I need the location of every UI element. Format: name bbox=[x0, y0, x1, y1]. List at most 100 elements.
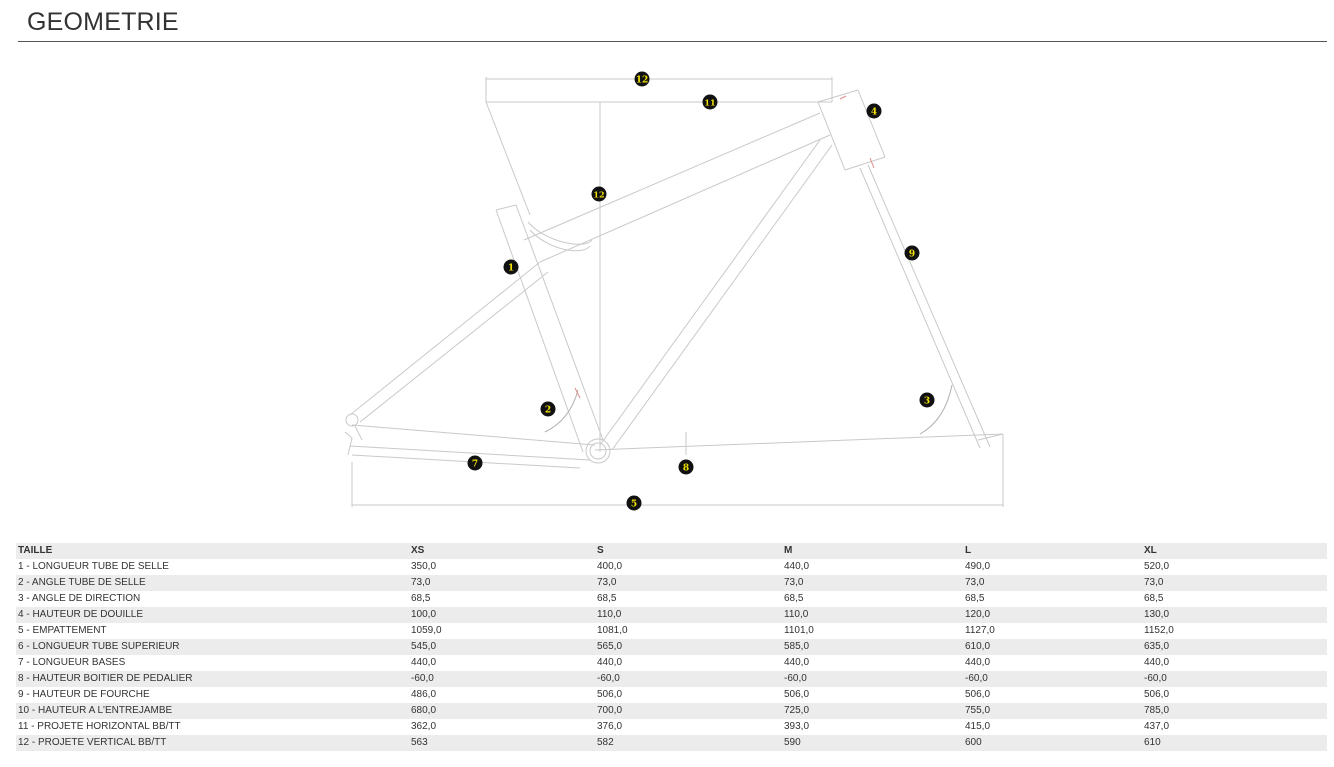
value-cell: 68,5 bbox=[784, 593, 804, 604]
marker-2: 2 bbox=[540, 401, 556, 417]
table-row: 8 - HAUTEUR BOITIER DE PEDALIER -60,0 -60,… bbox=[16, 671, 1327, 687]
value-cell: 486,0 bbox=[411, 689, 437, 700]
value-cell: 73,0 bbox=[784, 577, 804, 588]
marker-11: 11 bbox=[702, 94, 718, 110]
value-cell: 506,0 bbox=[784, 689, 810, 700]
row-label-cell: 3 - ANGLE DE DIRECTION bbox=[18, 593, 141, 604]
value-cell: -60,0 bbox=[597, 673, 620, 684]
value-cell: -60,0 bbox=[1144, 673, 1167, 684]
value-cell: 110,0 bbox=[597, 609, 622, 620]
column-header-s: S bbox=[597, 545, 604, 556]
row-label-cell: 1 - LONGUEUR TUBE DE SELLE bbox=[18, 561, 169, 572]
title-divider bbox=[18, 41, 1327, 42]
value-cell: 610 bbox=[1144, 737, 1161, 748]
value-cell: 100,0 bbox=[411, 609, 437, 620]
svg-text:11: 11 bbox=[704, 98, 715, 108]
value-cell: 520,0 bbox=[1144, 561, 1170, 572]
svg-text:7: 7 bbox=[472, 460, 478, 470]
row-label-cell: 5 - EMPATTEMENT bbox=[18, 625, 107, 636]
value-cell: 1127,0 bbox=[965, 625, 995, 636]
value-cell: 1152,0 bbox=[1144, 625, 1174, 636]
value-cell: 610,0 bbox=[965, 641, 991, 652]
column-header-xs: XS bbox=[411, 545, 425, 556]
value-cell: 1081,0 bbox=[597, 625, 628, 636]
row-label-cell: 8 - HAUTEUR BOITIER DE PEDALIER bbox=[18, 673, 193, 684]
row-label-cell: 10 - HAUTEUR A L'ENTREJAMBE bbox=[18, 705, 173, 716]
page-title: GEOMETRIE bbox=[27, 8, 179, 36]
value-cell: 437,0 bbox=[1144, 721, 1170, 732]
value-cell: 582 bbox=[597, 737, 614, 748]
value-cell: 68,5 bbox=[965, 593, 985, 604]
svg-text:5: 5 bbox=[631, 500, 637, 510]
value-cell: 376,0 bbox=[597, 721, 623, 732]
frame-geometry-diagram: 12 11 4 12 9 1 3 2 7 8 5 bbox=[344, 71, 1004, 511]
value-cell: 545,0 bbox=[411, 641, 437, 652]
svg-text:3: 3 bbox=[924, 397, 930, 407]
row-label-cell: 9 - HAUTEUR DE FOURCHE bbox=[18, 689, 150, 700]
value-cell: 590 bbox=[784, 737, 801, 748]
svg-text:8: 8 bbox=[683, 464, 689, 474]
value-cell: 563 bbox=[411, 737, 428, 748]
table-header-row: TAILLE XS S M L XL bbox=[16, 543, 1327, 559]
value-cell: 110,0 bbox=[784, 609, 809, 620]
value-cell: 680,0 bbox=[411, 705, 437, 716]
column-header-size: TAILLE bbox=[18, 545, 53, 556]
marker-12: 12 bbox=[591, 186, 607, 202]
row-label-cell: 6 - LONGUEUR TUBE SUPERIEUR bbox=[18, 641, 180, 652]
value-cell: 635,0 bbox=[1144, 641, 1170, 652]
value-cell: 73,0 bbox=[1144, 577, 1164, 588]
value-cell: 440,0 bbox=[1144, 657, 1170, 668]
table-row: 4 - HAUTEUR DE DOUILLE 100,0 110,0 110,0 120… bbox=[16, 607, 1327, 623]
value-cell: 785,0 bbox=[1144, 705, 1170, 716]
table-body: 1 - LONGUEUR TUBE DE SELLE 350,0 400,0 440,… bbox=[16, 559, 1327, 751]
value-cell: 400,0 bbox=[597, 561, 623, 572]
value-cell: 1059,0 bbox=[411, 625, 442, 636]
value-cell: 506,0 bbox=[965, 689, 991, 700]
value-cell: 725,0 bbox=[784, 705, 810, 716]
value-cell: 440,0 bbox=[411, 657, 437, 668]
svg-text:2: 2 bbox=[545, 406, 551, 416]
value-cell: 755,0 bbox=[965, 705, 991, 716]
value-cell: 490,0 bbox=[965, 561, 991, 572]
value-cell: 506,0 bbox=[1144, 689, 1170, 700]
table-row: 9 - HAUTEUR DE FOURCHE 486,0 506,0 506,0 506… bbox=[16, 687, 1327, 703]
value-cell: 415,0 bbox=[965, 721, 991, 732]
svg-text:4: 4 bbox=[871, 108, 877, 118]
marker-8: 8 bbox=[678, 459, 694, 475]
value-cell: 440,0 bbox=[597, 657, 623, 668]
value-cell: 68,5 bbox=[1144, 593, 1164, 604]
table-row: 5 - EMPATTEMENT 1059,0 1081,0 1101,0 1127,0 1… bbox=[16, 623, 1327, 639]
value-cell: 506,0 bbox=[597, 689, 623, 700]
row-label-cell: 4 - HAUTEUR DE DOUILLE bbox=[18, 609, 144, 620]
value-cell: 362,0 bbox=[411, 721, 437, 732]
marker-4: 4 bbox=[866, 103, 882, 119]
marker-6: 12 bbox=[634, 71, 650, 87]
value-cell: 120,0 bbox=[965, 609, 991, 620]
svg-text:12: 12 bbox=[636, 76, 649, 86]
value-cell: 130,0 bbox=[1144, 609, 1170, 620]
value-cell: 565,0 bbox=[597, 641, 623, 652]
value-cell: 600 bbox=[965, 737, 982, 748]
value-cell: 440,0 bbox=[784, 561, 810, 572]
marker-3: 3 bbox=[919, 392, 935, 408]
table-row: 6 - LONGUEUR TUBE SUPERIEUR 545,0 565,0 585… bbox=[16, 639, 1327, 655]
value-cell: 393,0 bbox=[784, 721, 810, 732]
marker-1: 1 bbox=[503, 259, 519, 275]
value-cell: 73,0 bbox=[411, 577, 431, 588]
value-cell: 1101,0 bbox=[784, 625, 814, 636]
value-cell: 350,0 bbox=[411, 561, 437, 572]
svg-text:9: 9 bbox=[909, 250, 915, 260]
value-cell: 440,0 bbox=[965, 657, 991, 668]
value-cell: -60,0 bbox=[411, 673, 434, 684]
column-header-l: L bbox=[965, 545, 972, 556]
value-cell: 73,0 bbox=[597, 577, 617, 588]
row-label-cell: 2 - ANGLE TUBE DE SELLE bbox=[18, 577, 146, 588]
value-cell: 68,5 bbox=[597, 593, 617, 604]
value-cell: 585,0 bbox=[784, 641, 810, 652]
value-cell: -60,0 bbox=[784, 673, 807, 684]
